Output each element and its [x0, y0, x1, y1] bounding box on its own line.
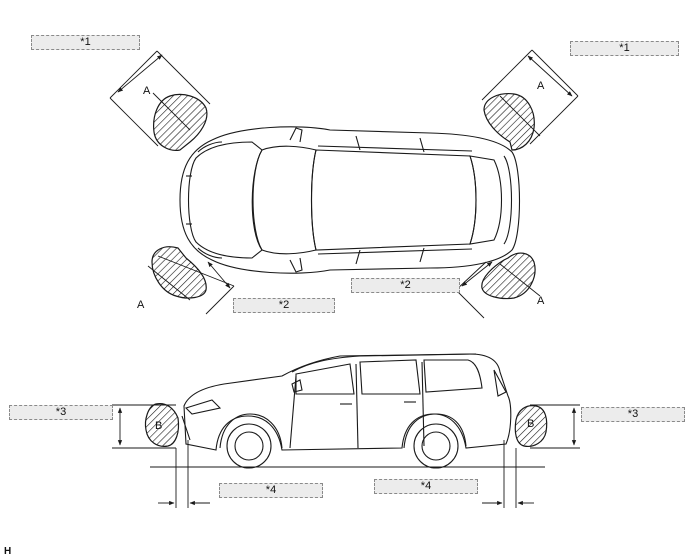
- sensor-zone-front-right: [147, 246, 235, 315]
- marker-a-bottom-right: A: [537, 295, 545, 307]
- vehicle-top-view: [179, 126, 520, 274]
- callout-4-right: *4: [374, 479, 478, 494]
- callout-4-left: *4: [219, 483, 323, 498]
- reference-code: H: [4, 546, 12, 557]
- callout-2-right: *2: [351, 278, 460, 293]
- sensor-zone-rear-left: [481, 49, 579, 151]
- callout-3-left: *3: [9, 405, 113, 420]
- sensor-zone-rear-right: [455, 252, 541, 319]
- sensor-zone-rear-side: [482, 404, 580, 508]
- marker-a-top-right: A: [537, 80, 545, 92]
- callout-1-left: *1: [31, 35, 140, 50]
- marker-b-rear: B: [527, 418, 535, 430]
- marker-b-front: B: [155, 420, 163, 432]
- sensor-zone-front-left: [109, 50, 211, 151]
- callout-1-right: *1: [570, 41, 679, 56]
- marker-a-top-left: A: [143, 85, 151, 97]
- callout-2-left: *2: [233, 298, 335, 313]
- sensor-zone-front-side: [112, 403, 210, 508]
- callout-3-right: *3: [581, 407, 685, 422]
- marker-a-bottom-left: A: [137, 299, 145, 311]
- vehicle-side-view: [150, 353, 545, 469]
